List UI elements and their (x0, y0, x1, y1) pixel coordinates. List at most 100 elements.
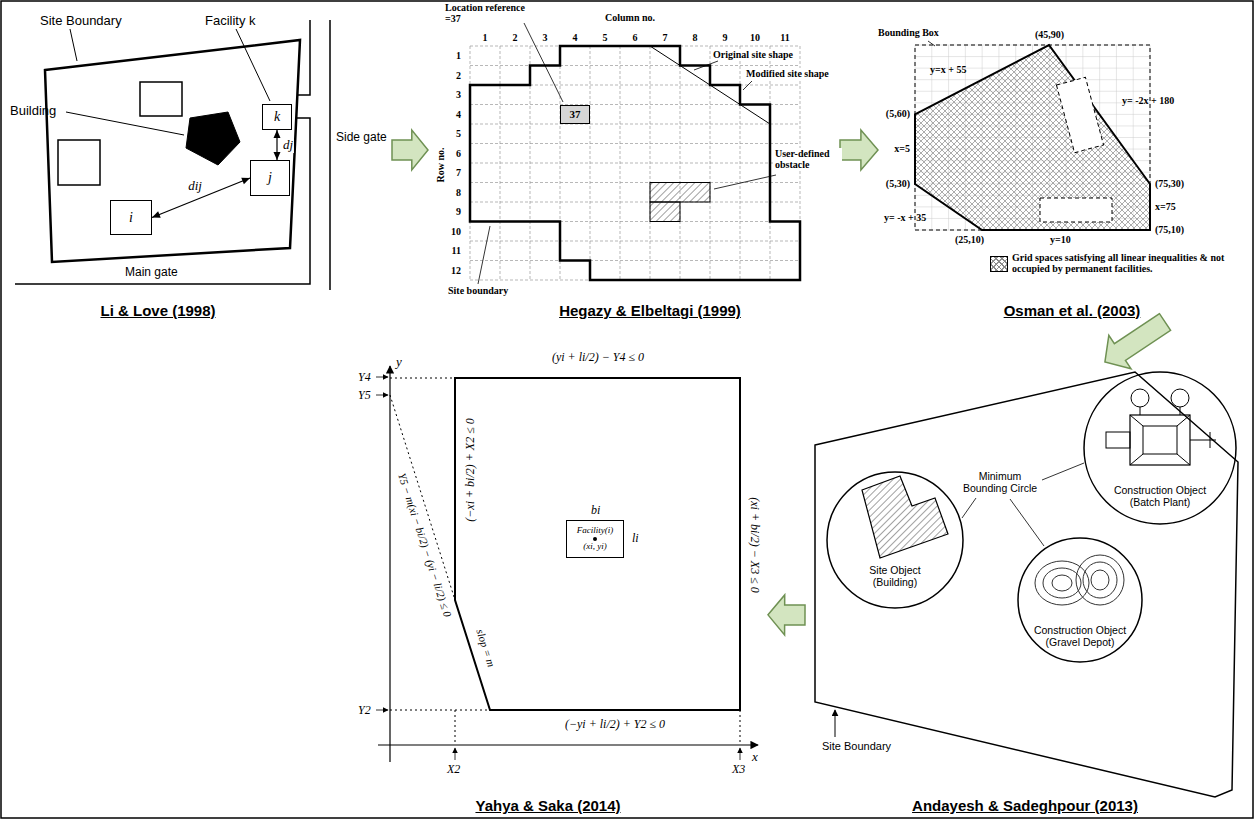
rect-shape (1056, 77, 1103, 152)
annotation-label: (45,90) (1035, 29, 1064, 40)
g-shape (15, 20, 330, 290)
connector (840, 130, 878, 170)
center-dot (593, 537, 597, 541)
annotation-label: 11 (780, 32, 789, 43)
annotation-label: (−yi + li/2) + Y2 ≤ 0 (565, 717, 665, 732)
ellipse-shape (1052, 575, 1072, 591)
annotation-label: (xi + bi/2) − X3 ≤ 0 (747, 497, 762, 592)
path-shape (1130, 407, 1216, 465)
line-shape (390, 378, 455, 379)
annotation-label: 1 (456, 50, 461, 61)
figure-panel: Yahya & Saka (2014) Facility(i)(xi, yi) (340, 338, 768, 817)
rect-shape (1106, 432, 1130, 448)
connector (392, 130, 428, 170)
polygon-shape (186, 112, 240, 165)
node-text: i (129, 210, 133, 225)
ellipse-shape (1076, 555, 1124, 605)
figure-panel: Li & Love (1998)kji (8, 2, 392, 322)
annotation-label: y= -2x + 180 (1122, 95, 1174, 106)
line-shape (389, 366, 390, 762)
path-shape (15, 20, 330, 290)
rect-shape (1040, 198, 1112, 222)
annotation-label: 10 (451, 226, 461, 237)
g-shape (390, 378, 740, 745)
line-shape (694, 61, 718, 70)
annotation-label: 9 (456, 206, 461, 217)
path-shape (470, 46, 800, 280)
ellipse-shape (1043, 568, 1081, 598)
panel-caption: Andayesh & Sadeghpour (2013) (912, 797, 1138, 814)
circle-shape (827, 472, 963, 608)
annotation-label: (25,10) (955, 234, 984, 245)
line-shape (376, 377, 388, 378)
g-shape (1035, 555, 1124, 605)
circle-shape (1171, 389, 1189, 407)
polygon-shape (915, 45, 1150, 230)
line-shape (743, 81, 752, 90)
annotation-label: User-defined obstacle (774, 148, 842, 170)
grid-line (470, 143, 800, 144)
line-shape (714, 175, 776, 189)
annotation-label: 6 (633, 32, 638, 43)
annotation-label: 8 (456, 187, 461, 198)
connector-line (152, 178, 250, 218)
panel-caption: Osman et al. (2003) (1004, 302, 1141, 319)
annotation-label: Y5 − m(xi − bi/2) − (yi − li/2) ≤ 0 (396, 472, 454, 619)
annotation-label: 1 (483, 32, 488, 43)
annotation-label: Site boundary (448, 285, 508, 296)
rect-shape (58, 140, 100, 185)
line-shape (378, 744, 758, 745)
figure-panel: Osman et al. (2003) (878, 2, 1246, 322)
rect-shape (650, 202, 680, 222)
annotation-label: (yi + li/2) − Y4 ≤ 0 (552, 350, 644, 365)
annotation-label: 11 (452, 245, 461, 256)
line-shape (740, 748, 741, 760)
panel-caption: Yahya & Saka (2014) (475, 797, 620, 814)
rect-shape (915, 45, 1150, 230)
polygon-shape (862, 476, 948, 558)
annotation-label: Column no. (605, 12, 655, 23)
polygon-shape (815, 372, 1238, 797)
annotation-label: Building (10, 103, 56, 118)
annotation-label: x=5 (894, 143, 910, 154)
circle-shape (1084, 372, 1236, 524)
panel-caption: Hegazy & Elbeltagi (1999) (559, 302, 741, 319)
line-shape (390, 395, 455, 600)
line-shape (70, 29, 77, 61)
block-arrow (768, 595, 805, 635)
line-shape (1042, 463, 1084, 480)
annotation-label: Row no. (435, 147, 446, 182)
line-shape (1010, 499, 1044, 546)
annotation-label: 3 (456, 89, 461, 100)
connector (152, 178, 250, 218)
annotation-label: 10 (750, 32, 760, 43)
connector (768, 595, 805, 635)
annotation-label: Location reference =37 (445, 2, 525, 24)
annotation-label: 2 (513, 32, 518, 43)
facility-box: Facility(i)(xi, yi) (566, 520, 624, 558)
annotation-label: (−xi + bi/2) + X2 ≤ 0 (463, 418, 478, 522)
grid-line (470, 202, 800, 203)
g-shape (815, 372, 1238, 797)
node-text: 37 (570, 108, 581, 120)
annotation-label: 5 (603, 32, 608, 43)
annotation-label: y=10 (1050, 234, 1071, 245)
annotation-label: 9 (723, 32, 728, 43)
annotation-label: (75,30) (1155, 178, 1184, 189)
connector (1105, 314, 1171, 369)
arrow-head (274, 130, 281, 138)
line-shape (524, 23, 563, 102)
line-shape (66, 112, 184, 135)
annotation-label: Original site shape (712, 49, 794, 60)
distance-label: dij (187, 178, 203, 194)
annotation-label: 6 (456, 148, 461, 159)
annotation-label: 7 (456, 167, 461, 178)
rect-shape (1143, 426, 1177, 454)
annotation-label: (75,10) (1155, 224, 1184, 235)
legend-hatch (991, 257, 1007, 271)
arrow-head (241, 178, 250, 184)
grid-line (470, 260, 800, 261)
